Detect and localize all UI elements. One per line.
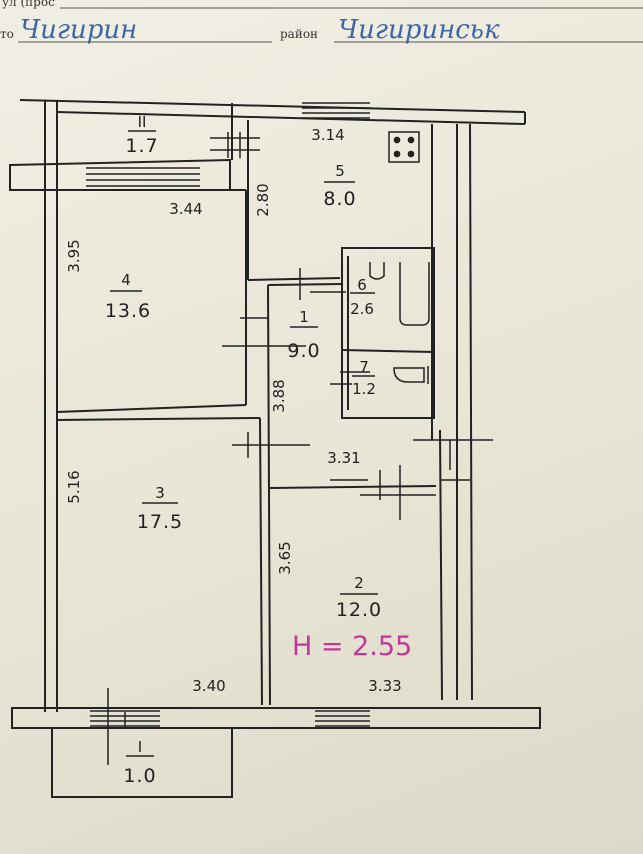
room-area-kitchen: 8.0 bbox=[323, 188, 356, 210]
fixtures bbox=[369, 131, 430, 384]
header-form: ул (прос то Чигирин район Чигиринськ bbox=[0, 0, 643, 45]
dim-room4-top: 3.44 bbox=[169, 200, 202, 218]
room-labels: II 1.7 5 8.0 4 13.6 6 2.6 1 9.0 7 1.2 3 … bbox=[105, 113, 382, 787]
window-kitchen bbox=[302, 102, 370, 119]
ceiling-height-note: H = 2.55 bbox=[292, 631, 412, 662]
dim-room4-side: 3.95 bbox=[65, 239, 83, 272]
door-marks bbox=[107, 132, 493, 765]
room3-right-wall bbox=[259, 417, 263, 706]
dim-kitchen-side: 2.80 bbox=[254, 183, 272, 216]
room2-right-wall bbox=[439, 429, 443, 701]
room-area-corridor: 9.0 bbox=[287, 340, 320, 362]
room-area-2: 12.0 bbox=[336, 599, 382, 621]
header-top-fragment: ул (прос bbox=[2, 0, 55, 9]
top-wall-inner bbox=[56, 111, 526, 125]
room-area-balcony-top: 1.7 bbox=[125, 135, 158, 157]
room2-top-wall bbox=[269, 485, 437, 489]
room-number-2: 2 bbox=[354, 574, 364, 592]
room4-bottom-wall bbox=[56, 404, 247, 413]
dim-kitchen-top: 3.14 bbox=[311, 126, 344, 144]
dim-room2-bottom: 3.33 bbox=[368, 677, 401, 695]
header-left-fragment: то bbox=[0, 27, 14, 41]
room-area-3: 17.5 bbox=[137, 511, 183, 533]
sink-icon bbox=[369, 262, 385, 280]
room-number-3: 3 bbox=[155, 484, 165, 502]
room-number-kitchen: 5 bbox=[335, 162, 345, 180]
room-number-wc: 7 bbox=[359, 358, 369, 376]
window-room4 bbox=[86, 167, 200, 187]
outer-right-wall-outer bbox=[469, 123, 473, 701]
bath-wc-partition bbox=[341, 349, 435, 353]
room-number-balcony-top: II bbox=[138, 113, 147, 131]
bottom-wall bbox=[11, 707, 541, 729]
city-handwriting: Чигирин bbox=[20, 15, 137, 45]
kitchen-bottom-wall bbox=[247, 277, 341, 281]
room-area-wc: 1.2 bbox=[352, 380, 376, 398]
corridor-top-wall bbox=[267, 283, 343, 286]
room-fraction-bars bbox=[110, 130, 378, 757]
room-area-balcony-bottom: 1.0 bbox=[123, 765, 156, 787]
room-number-bath: 6 bbox=[357, 276, 367, 294]
dim-room3-bottom: 3.40 bbox=[192, 677, 225, 695]
room-area-bath: 2.6 bbox=[350, 300, 374, 318]
bathtub-icon bbox=[399, 262, 430, 326]
dim-room2-side: 3.65 bbox=[276, 541, 294, 574]
district-label: район bbox=[280, 27, 318, 41]
district-handwriting: Чигиринськ bbox=[338, 15, 500, 45]
stove-icon bbox=[388, 131, 420, 163]
top-wall bbox=[19, 99, 526, 113]
toilet-icon bbox=[393, 367, 425, 383]
room-area-4: 13.6 bbox=[105, 300, 151, 322]
dim-corridor-bottom: 3.31 bbox=[327, 449, 360, 467]
room-number-corridor: 1 bbox=[299, 308, 309, 326]
dim-corridor-side: 3.88 bbox=[270, 379, 288, 412]
balcony-i-outline bbox=[51, 728, 233, 798]
bath-block bbox=[341, 247, 435, 419]
room3-top-wall bbox=[56, 417, 261, 421]
room-number-balcony-bottom: I bbox=[138, 738, 142, 756]
window-room2 bbox=[315, 710, 370, 727]
room-number-4: 4 bbox=[121, 271, 131, 289]
dimension-labels: 3.14 2.80 3.44 3.95 3.88 3.31 5.16 3.40 … bbox=[65, 126, 402, 695]
dim-room3-side: 5.16 bbox=[65, 470, 83, 503]
walls bbox=[9, 99, 541, 798]
corridor-left-wall bbox=[267, 284, 271, 706]
